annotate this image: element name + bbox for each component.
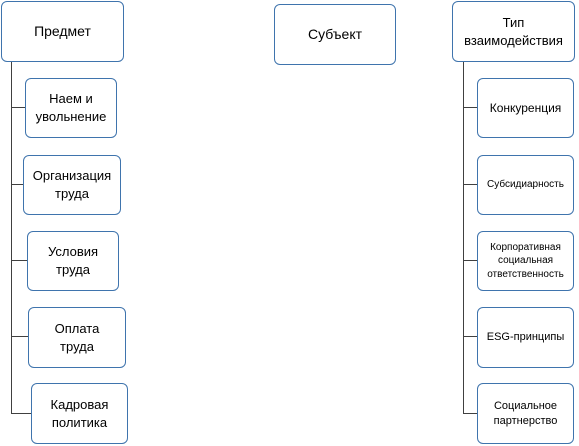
item-box-remuneration: Оплата труда — [28, 307, 126, 368]
item-box-esg-principles: ESG-принципы — [477, 307, 574, 368]
connector-branch-left-5 — [11, 413, 31, 414]
header-subject-matter-label: Предмет — [34, 23, 91, 40]
connector-branch-right-4 — [463, 336, 477, 337]
header-subject-label: Субъект — [307, 26, 363, 43]
item-label-subsidiarity: Субсидиарность — [487, 179, 564, 191]
item-label-hr-policy: Кадровая политика — [50, 396, 109, 430]
connector-branch-right-5 — [463, 413, 477, 414]
item-box-competition: Конкуренция — [477, 78, 574, 138]
item-box-subsidiarity: Субсидиарность — [477, 155, 574, 215]
connector-branch-left-2 — [11, 184, 23, 185]
item-label-esg-principles: ESG-принципы — [486, 331, 565, 344]
item-box-corporate-social-responsibility: Корпоративная социальная ответственность — [477, 231, 574, 291]
connector-branch-left-4 — [11, 336, 28, 337]
item-label-social-partnership: Социальное партнерство — [493, 399, 558, 427]
connector-branch-right-1 — [463, 107, 477, 108]
header-box-subject: Субъект — [274, 4, 396, 65]
header-box-interaction-type: Тип взаимодействия — [452, 1, 575, 62]
item-box-hiring-and-dismissal: Наем и увольнение — [25, 78, 117, 138]
item-box-social-partnership: Социальное партнерство — [477, 383, 574, 444]
item-box-hr-policy: Кадровая политика — [31, 383, 128, 444]
item-box-work-organization: Организация труда — [23, 155, 121, 215]
item-label-working-conditions: Условия труда — [47, 244, 99, 277]
connector-trunk-right — [463, 62, 464, 413]
connector-trunk-left — [11, 62, 12, 413]
item-label-corporate-social-responsibility: Корпоративная социальная ответственность — [487, 241, 564, 280]
item-label-work-organization: Организация труда — [32, 168, 112, 201]
connector-branch-left-1 — [11, 107, 25, 108]
item-label-hiring-and-dismissal: Наем и увольнение — [35, 91, 107, 124]
connector-branch-right-2 — [463, 184, 477, 185]
header-interaction-type-label: Тип взаимодействия — [464, 14, 563, 48]
item-box-working-conditions: Условия труда — [27, 231, 119, 291]
item-label-remuneration: Оплата труда — [54, 320, 100, 354]
connector-branch-left-3 — [11, 260, 27, 261]
item-label-competition: Конкуренция — [489, 100, 562, 115]
connector-branch-right-3 — [463, 260, 477, 261]
header-box-subject-matter: Предмет — [1, 1, 124, 62]
